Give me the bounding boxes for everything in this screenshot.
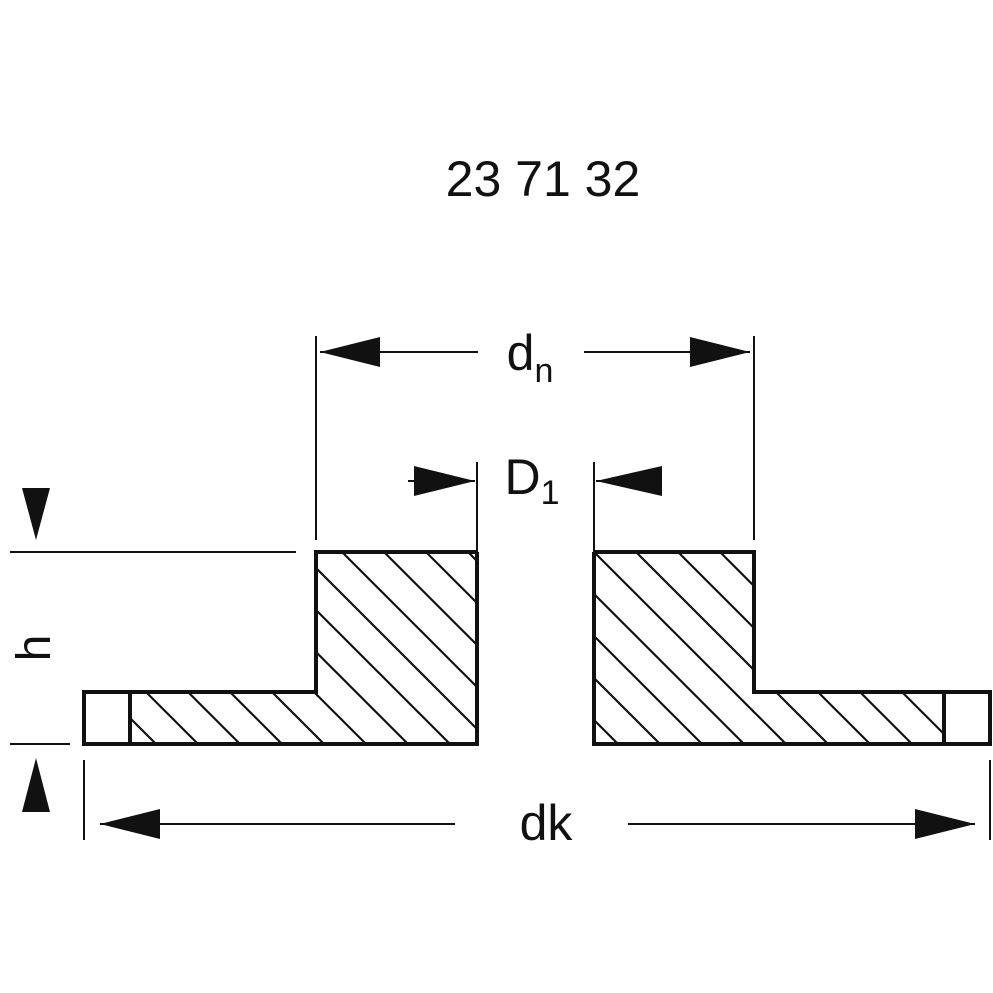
dk-arrow-right: [915, 809, 975, 839]
h-arrow-bottom: [22, 758, 50, 812]
dn-arrow-right: [690, 337, 750, 367]
h-arrow-top: [22, 488, 50, 540]
dimension-D1: D1: [408, 449, 662, 512]
left-flange-hatch: [130, 692, 318, 744]
dimension-dk: dk: [100, 795, 975, 851]
dk-arrow-left: [100, 809, 160, 839]
extension-lines: [10, 336, 991, 840]
D1-arrow-right: [596, 466, 662, 496]
right-flange-hatch: [752, 692, 944, 744]
cross-section: [82, 550, 992, 746]
section-outline: [82, 550, 992, 746]
dimension-h: h: [8, 488, 61, 812]
D1-subscript: 1: [541, 474, 560, 512]
D1-arrow-left: [414, 466, 475, 496]
dn-label: d: [507, 325, 535, 381]
right-hub-hatch: [594, 552, 754, 744]
D1-label: D: [504, 449, 540, 505]
dn-subscript: n: [534, 352, 553, 390]
h-label: h: [8, 635, 61, 662]
svg-text:dn: dn: [507, 325, 554, 390]
part-number: 23 71 32: [446, 151, 641, 207]
svg-text:D1: D1: [504, 449, 559, 512]
dimension-dn: dn: [320, 325, 750, 390]
dk-label: dk: [520, 795, 574, 851]
left-hub-hatch: [316, 552, 477, 744]
dn-arrow-left: [320, 337, 380, 367]
